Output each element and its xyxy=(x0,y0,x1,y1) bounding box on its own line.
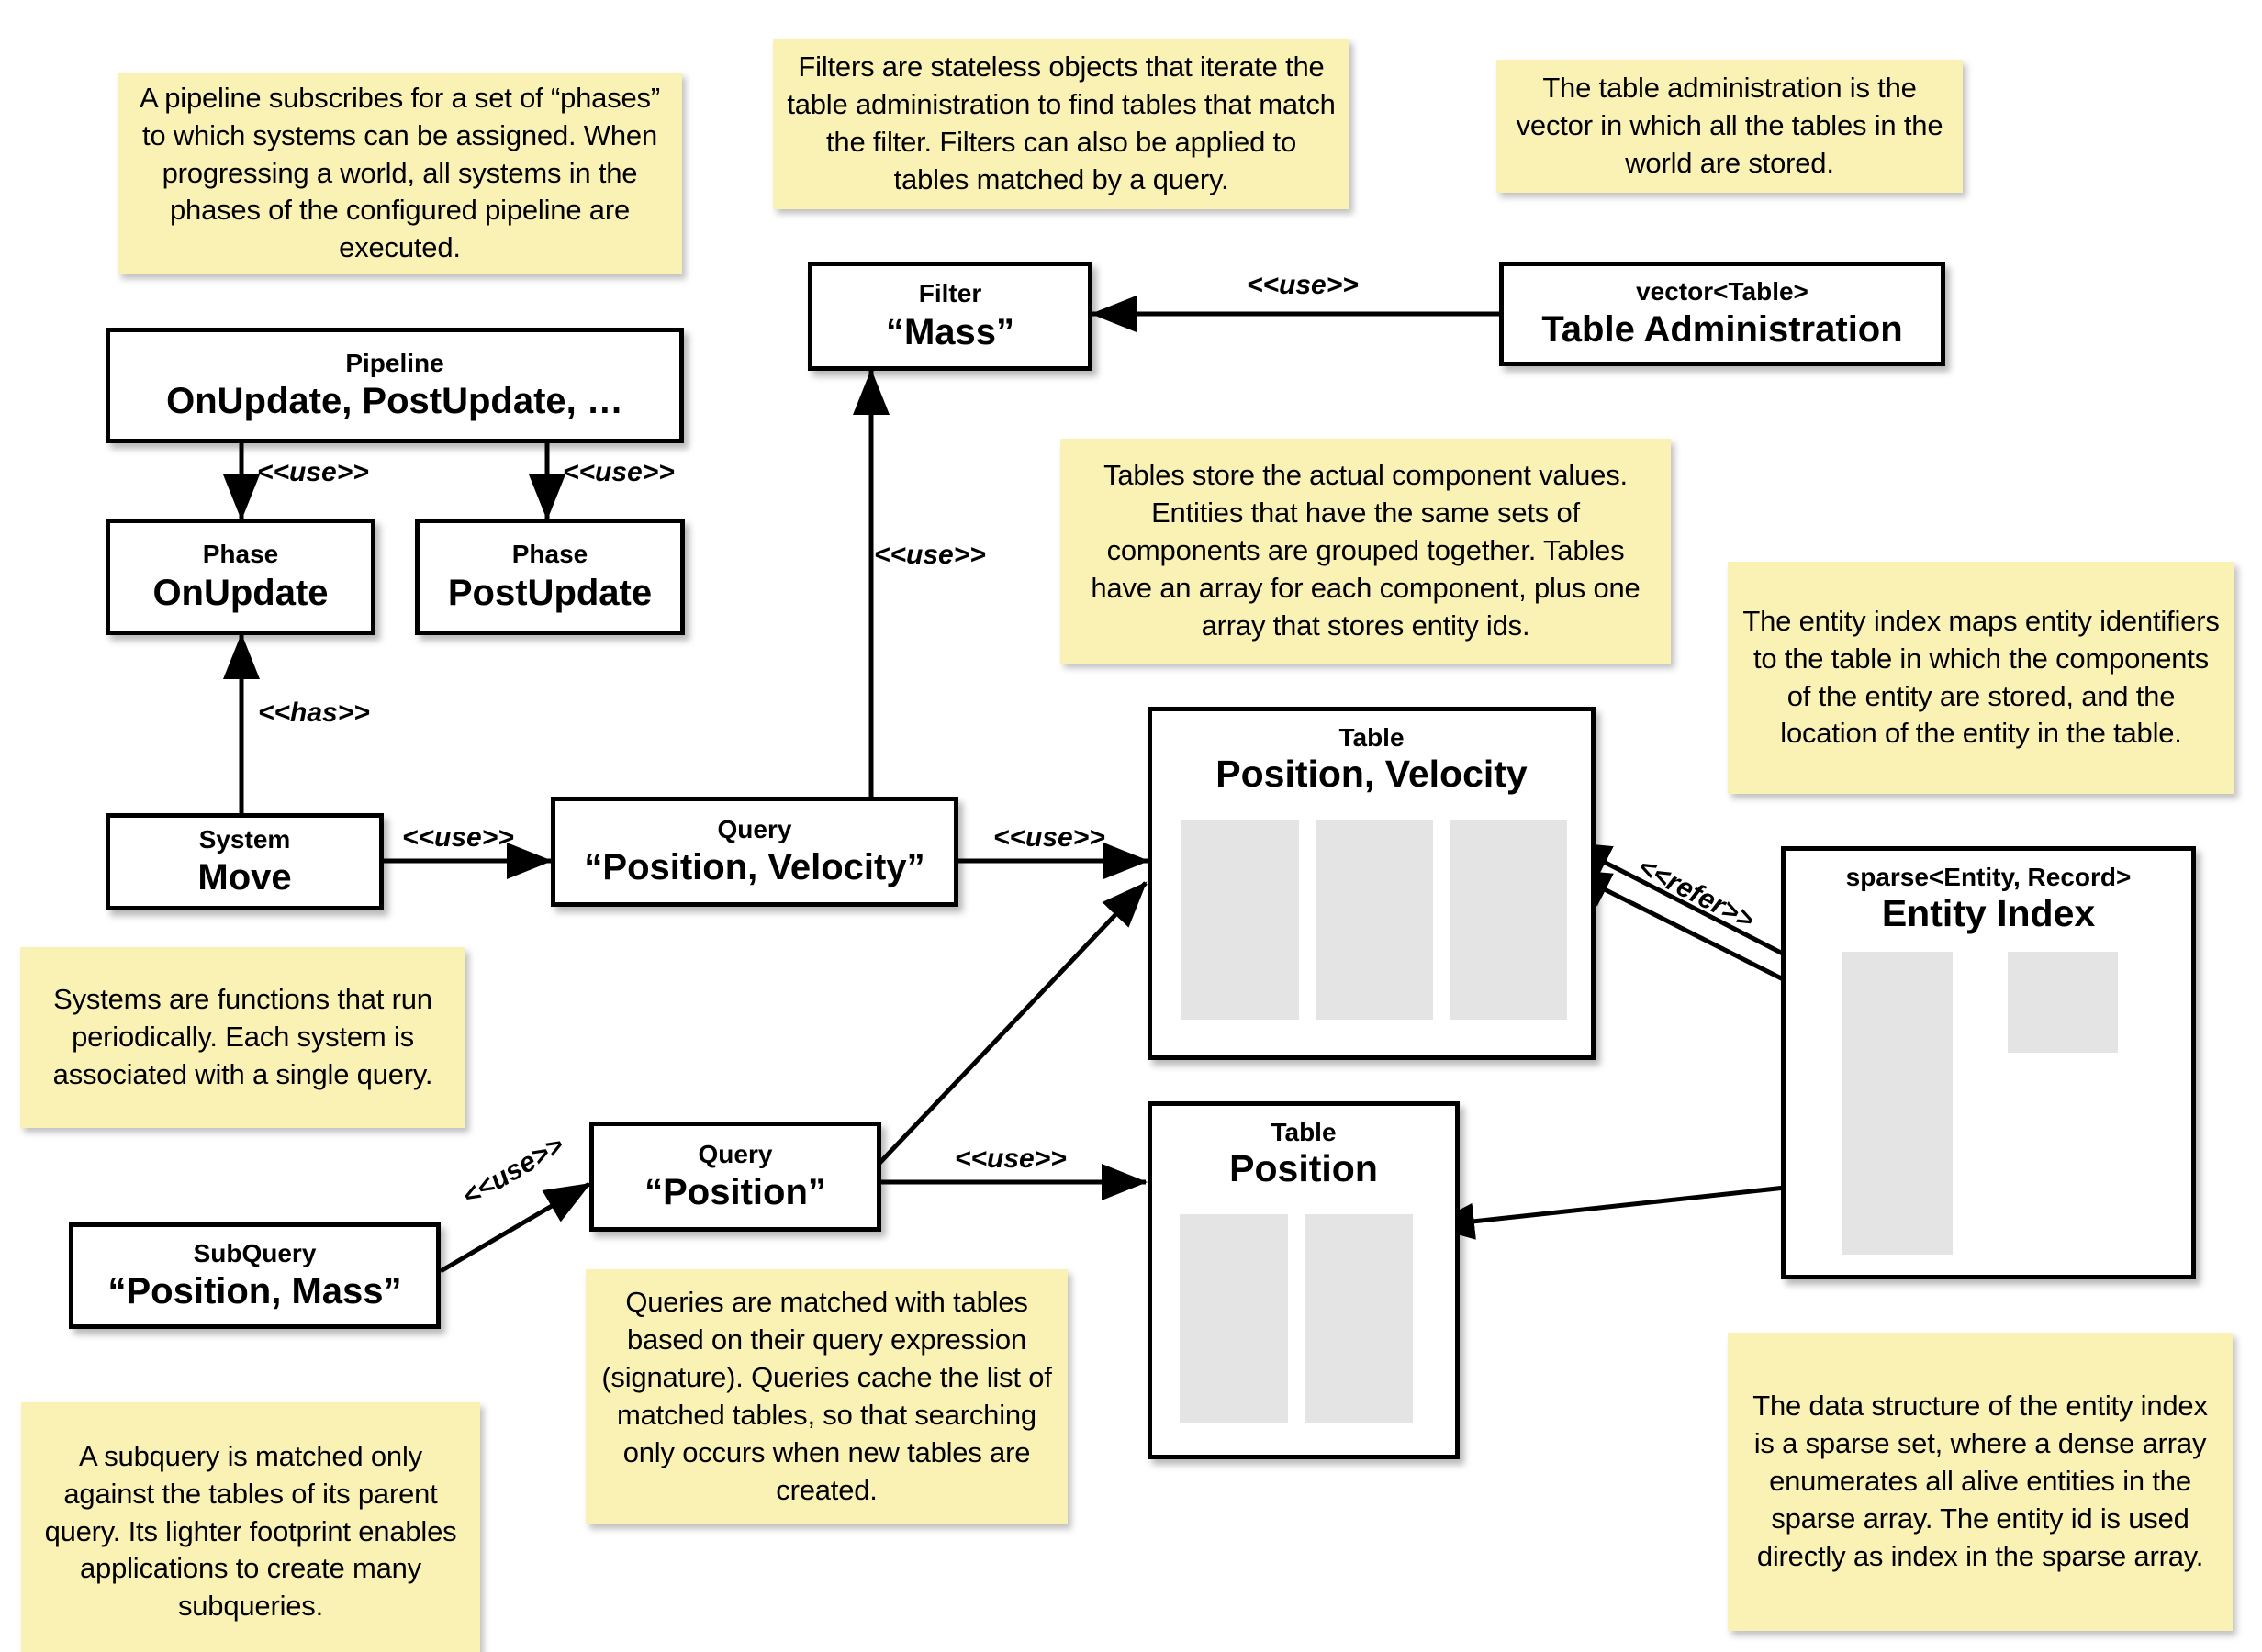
note-pipeline: A pipeline subscribes for a set of “phas… xyxy=(118,73,682,274)
edge-label-system-query: <<use>> xyxy=(402,822,514,853)
box-phase-postupdate[interactable]: Phase PostUpdate xyxy=(415,519,685,635)
box-pipeline-title: OnUpdate, PostUpdate, … xyxy=(166,381,623,422)
note-filter: Filters are stateless objects that itera… xyxy=(773,39,1349,209)
table-pv-column-1 xyxy=(1316,820,1433,1020)
box-subquery-title: “Position, Mass” xyxy=(107,1271,402,1312)
entity-index-header: sparse<Entity, Record> Entity Index xyxy=(1786,851,2191,935)
box-pipeline-stereotype: Pipeline xyxy=(345,348,444,377)
box-phase-onupdate-stereotype: Phase xyxy=(202,540,279,569)
table-p-columns xyxy=(1180,1214,1437,1423)
note-queries: Queries are matched with tables based on… xyxy=(586,1269,1068,1524)
edge-label-subquery-query: <<use>> xyxy=(457,1130,569,1212)
note-subquery: A subquery is matched only against the t… xyxy=(21,1402,480,1652)
box-query-p-title: “Position” xyxy=(644,1172,826,1213)
box-subquery-position-mass[interactable]: SubQuery “Position, Mass” xyxy=(69,1222,441,1329)
table-p-column-1 xyxy=(1305,1214,1413,1423)
box-phase-onupdate-title: OnUpdate xyxy=(152,572,329,613)
table-pv-column-0 xyxy=(1181,820,1299,1020)
note-sparse-set: The data structure of the entity index i… xyxy=(1728,1333,2233,1631)
box-phase-onupdate[interactable]: Phase OnUpdate xyxy=(106,519,375,635)
wire-queryp-tablepv xyxy=(867,881,1148,1177)
edge-label-system-phase: <<has>> xyxy=(258,698,370,728)
box-entity-index[interactable]: sparse<Entity, Record> Entity Index xyxy=(1781,846,2196,1279)
entity-index-stereotype: sparse<Entity, Record> xyxy=(1845,863,2132,891)
edge-label-queryp-tablep: <<use>> xyxy=(955,1144,1067,1174)
edge-label-pipeline-onupdate: <<use>> xyxy=(257,457,369,487)
table-p-title: Position xyxy=(1229,1146,1378,1189)
box-table-position-velocity[interactable]: Table Position, Velocity xyxy=(1148,707,1596,1060)
note-table-admin: The table administration is the vector i… xyxy=(1496,60,1963,193)
wire-entityindex-tablep xyxy=(1428,1179,1837,1240)
box-query-pv-title: “Position, Velocity” xyxy=(584,847,925,888)
edge-label-query-filter: <<use>> xyxy=(874,540,986,570)
box-filter-title: “Mass” xyxy=(885,311,1015,352)
note-entity-index: The entity index maps entity identifiers… xyxy=(1728,562,2234,794)
box-phase-postupdate-stereotype: Phase xyxy=(511,540,588,569)
edge-label-querypv-tablepv: <<use>> xyxy=(993,822,1105,853)
table-pv-header: Table Position, Velocity xyxy=(1152,711,1591,796)
box-phase-postupdate-title: PostUpdate xyxy=(447,572,653,613)
table-p-column-0 xyxy=(1180,1214,1288,1423)
box-system-move-stereotype: System xyxy=(198,824,291,854)
box-subquery-stereotype: SubQuery xyxy=(193,1238,317,1267)
box-table-admin-stereotype: vector<Table> xyxy=(1636,276,1808,306)
box-query-p-stereotype: Query xyxy=(698,1139,773,1168)
table-p-header: Table Position xyxy=(1152,1106,1455,1190)
box-query-pv-stereotype: Query xyxy=(717,814,792,843)
box-filter-stereotype: Filter xyxy=(918,279,982,308)
box-filter-mass[interactable]: Filter “Mass” xyxy=(808,262,1092,371)
box-table-administration[interactable]: vector<Table> Table Administration xyxy=(1499,262,1945,366)
entity-index-sparse-array xyxy=(1842,952,1953,1255)
table-pv-title: Position, Velocity xyxy=(1215,752,1528,795)
entity-index-dense-array xyxy=(2008,952,2118,1053)
box-query-position-velocity[interactable]: Query “Position, Velocity” xyxy=(551,797,958,907)
edge-label-pipeline-postupdate: <<use>> xyxy=(563,457,675,487)
table-p-stereotype: Table xyxy=(1271,1118,1337,1146)
entity-index-title: Entity Index xyxy=(1881,891,2096,934)
box-pipeline[interactable]: Pipeline OnUpdate, PostUpdate, … xyxy=(106,328,684,443)
box-table-position[interactable]: Table Position xyxy=(1148,1101,1460,1459)
table-pv-columns xyxy=(1181,820,1567,1020)
note-systems: Systems are functions that run periodica… xyxy=(20,947,465,1128)
box-system-move-title: Move xyxy=(197,857,292,899)
edge-label-tableadmin-filter: <<use>> xyxy=(1247,270,1359,300)
note-tables: Tables store the actual component values… xyxy=(1060,439,1671,664)
table-pv-stereotype: Table xyxy=(1338,723,1405,752)
box-system-move[interactable]: System Move xyxy=(106,813,384,910)
table-pv-column-2 xyxy=(1450,820,1567,1020)
box-table-admin-title: Table Administration xyxy=(1541,309,1903,351)
edge-label-entityindex-refer: <<refer>> xyxy=(1633,852,1759,936)
box-query-position[interactable]: Query “Position” xyxy=(589,1122,881,1232)
